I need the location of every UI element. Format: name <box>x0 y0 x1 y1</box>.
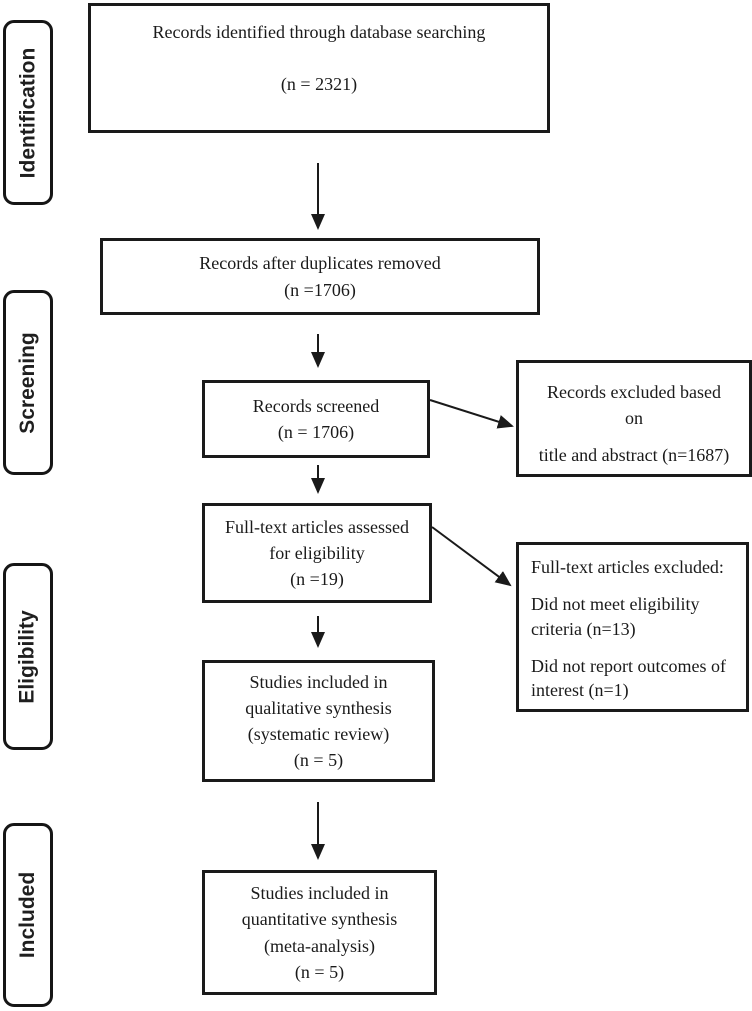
box-qualitative-synthesis-text: Studies included in qualitative synthesi… <box>245 671 392 771</box>
box-records-identified-text: Records identified through database sear… <box>152 22 486 95</box>
box-fulltext-excluded-reason2: Did not report outcomes of interest (n=1… <box>531 655 726 701</box>
stage-label-included: Included <box>3 823 53 1007</box>
box-fulltext-excluded: Full-text articles excluded: Did not mee… <box>516 542 749 712</box>
stage-label-identification-text: Identification <box>16 47 40 178</box>
arrow-fulltext-to-excluded <box>431 526 512 587</box>
box-fulltext-excluded-heading: Full-text articles excluded: <box>531 557 724 577</box>
stage-label-included-text: Included <box>16 871 39 959</box>
box-quantitative-synthesis: Studies included in quantitative synthes… <box>202 870 437 995</box>
box-records-identified: Records identified through database sear… <box>88 3 550 133</box>
stage-label-screening-text: Screening <box>16 331 40 434</box>
box-records-excluded: Records excluded based on title and abst… <box>516 360 752 477</box>
box-quantitative-synthesis-text: Studies included in quantitative synthes… <box>241 883 398 982</box>
box-duplicates-removed-text: Records after duplicates removed (n =170… <box>199 253 441 300</box>
box-qualitative-synthesis: Studies included in qualitative synthesi… <box>202 660 435 782</box>
box-records-excluded-line1: Records excluded based on <box>547 382 721 429</box>
box-records-screened: Records screened (n = 1706) <box>202 380 430 458</box>
box-fulltext-assessed: Full-text articles assessed for eligibil… <box>202 503 432 603</box>
box-fulltext-assessed-text: Full-text articles assessed for eligibil… <box>225 516 409 590</box>
stage-label-eligibility: Eligibility <box>3 563 53 750</box>
box-fulltext-excluded-reason1: Did not meet eligibility criteria (n=13) <box>531 594 700 639</box>
stage-label-identification: Identification <box>3 20 53 205</box>
box-duplicates-removed: Records after duplicates removed (n =170… <box>100 238 540 315</box>
stage-label-eligibility-text: Eligibility <box>16 609 39 704</box>
stage-label-screening: Screening <box>3 290 53 475</box>
arrow-screened-to-excluded <box>429 399 514 429</box>
box-records-screened-text: Records screened (n = 1706) <box>252 395 380 442</box>
box-records-excluded-line2: title and abstract (n=1687) <box>538 445 730 466</box>
